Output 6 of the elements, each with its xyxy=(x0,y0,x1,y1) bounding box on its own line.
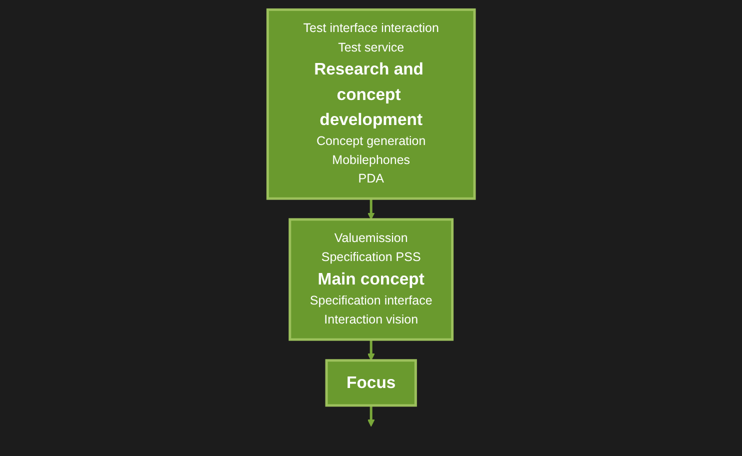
node-box: Focus xyxy=(325,359,417,407)
node-box: Valuemission Specification PSS Main concept Specification interface Interaction vision xyxy=(288,218,454,341)
arrow xyxy=(367,405,375,427)
arrow xyxy=(367,198,375,220)
node-box: Test interface interaction Test service Research and concept development Concept generation Mobilephones PDA xyxy=(266,8,476,200)
arrow xyxy=(367,340,375,361)
